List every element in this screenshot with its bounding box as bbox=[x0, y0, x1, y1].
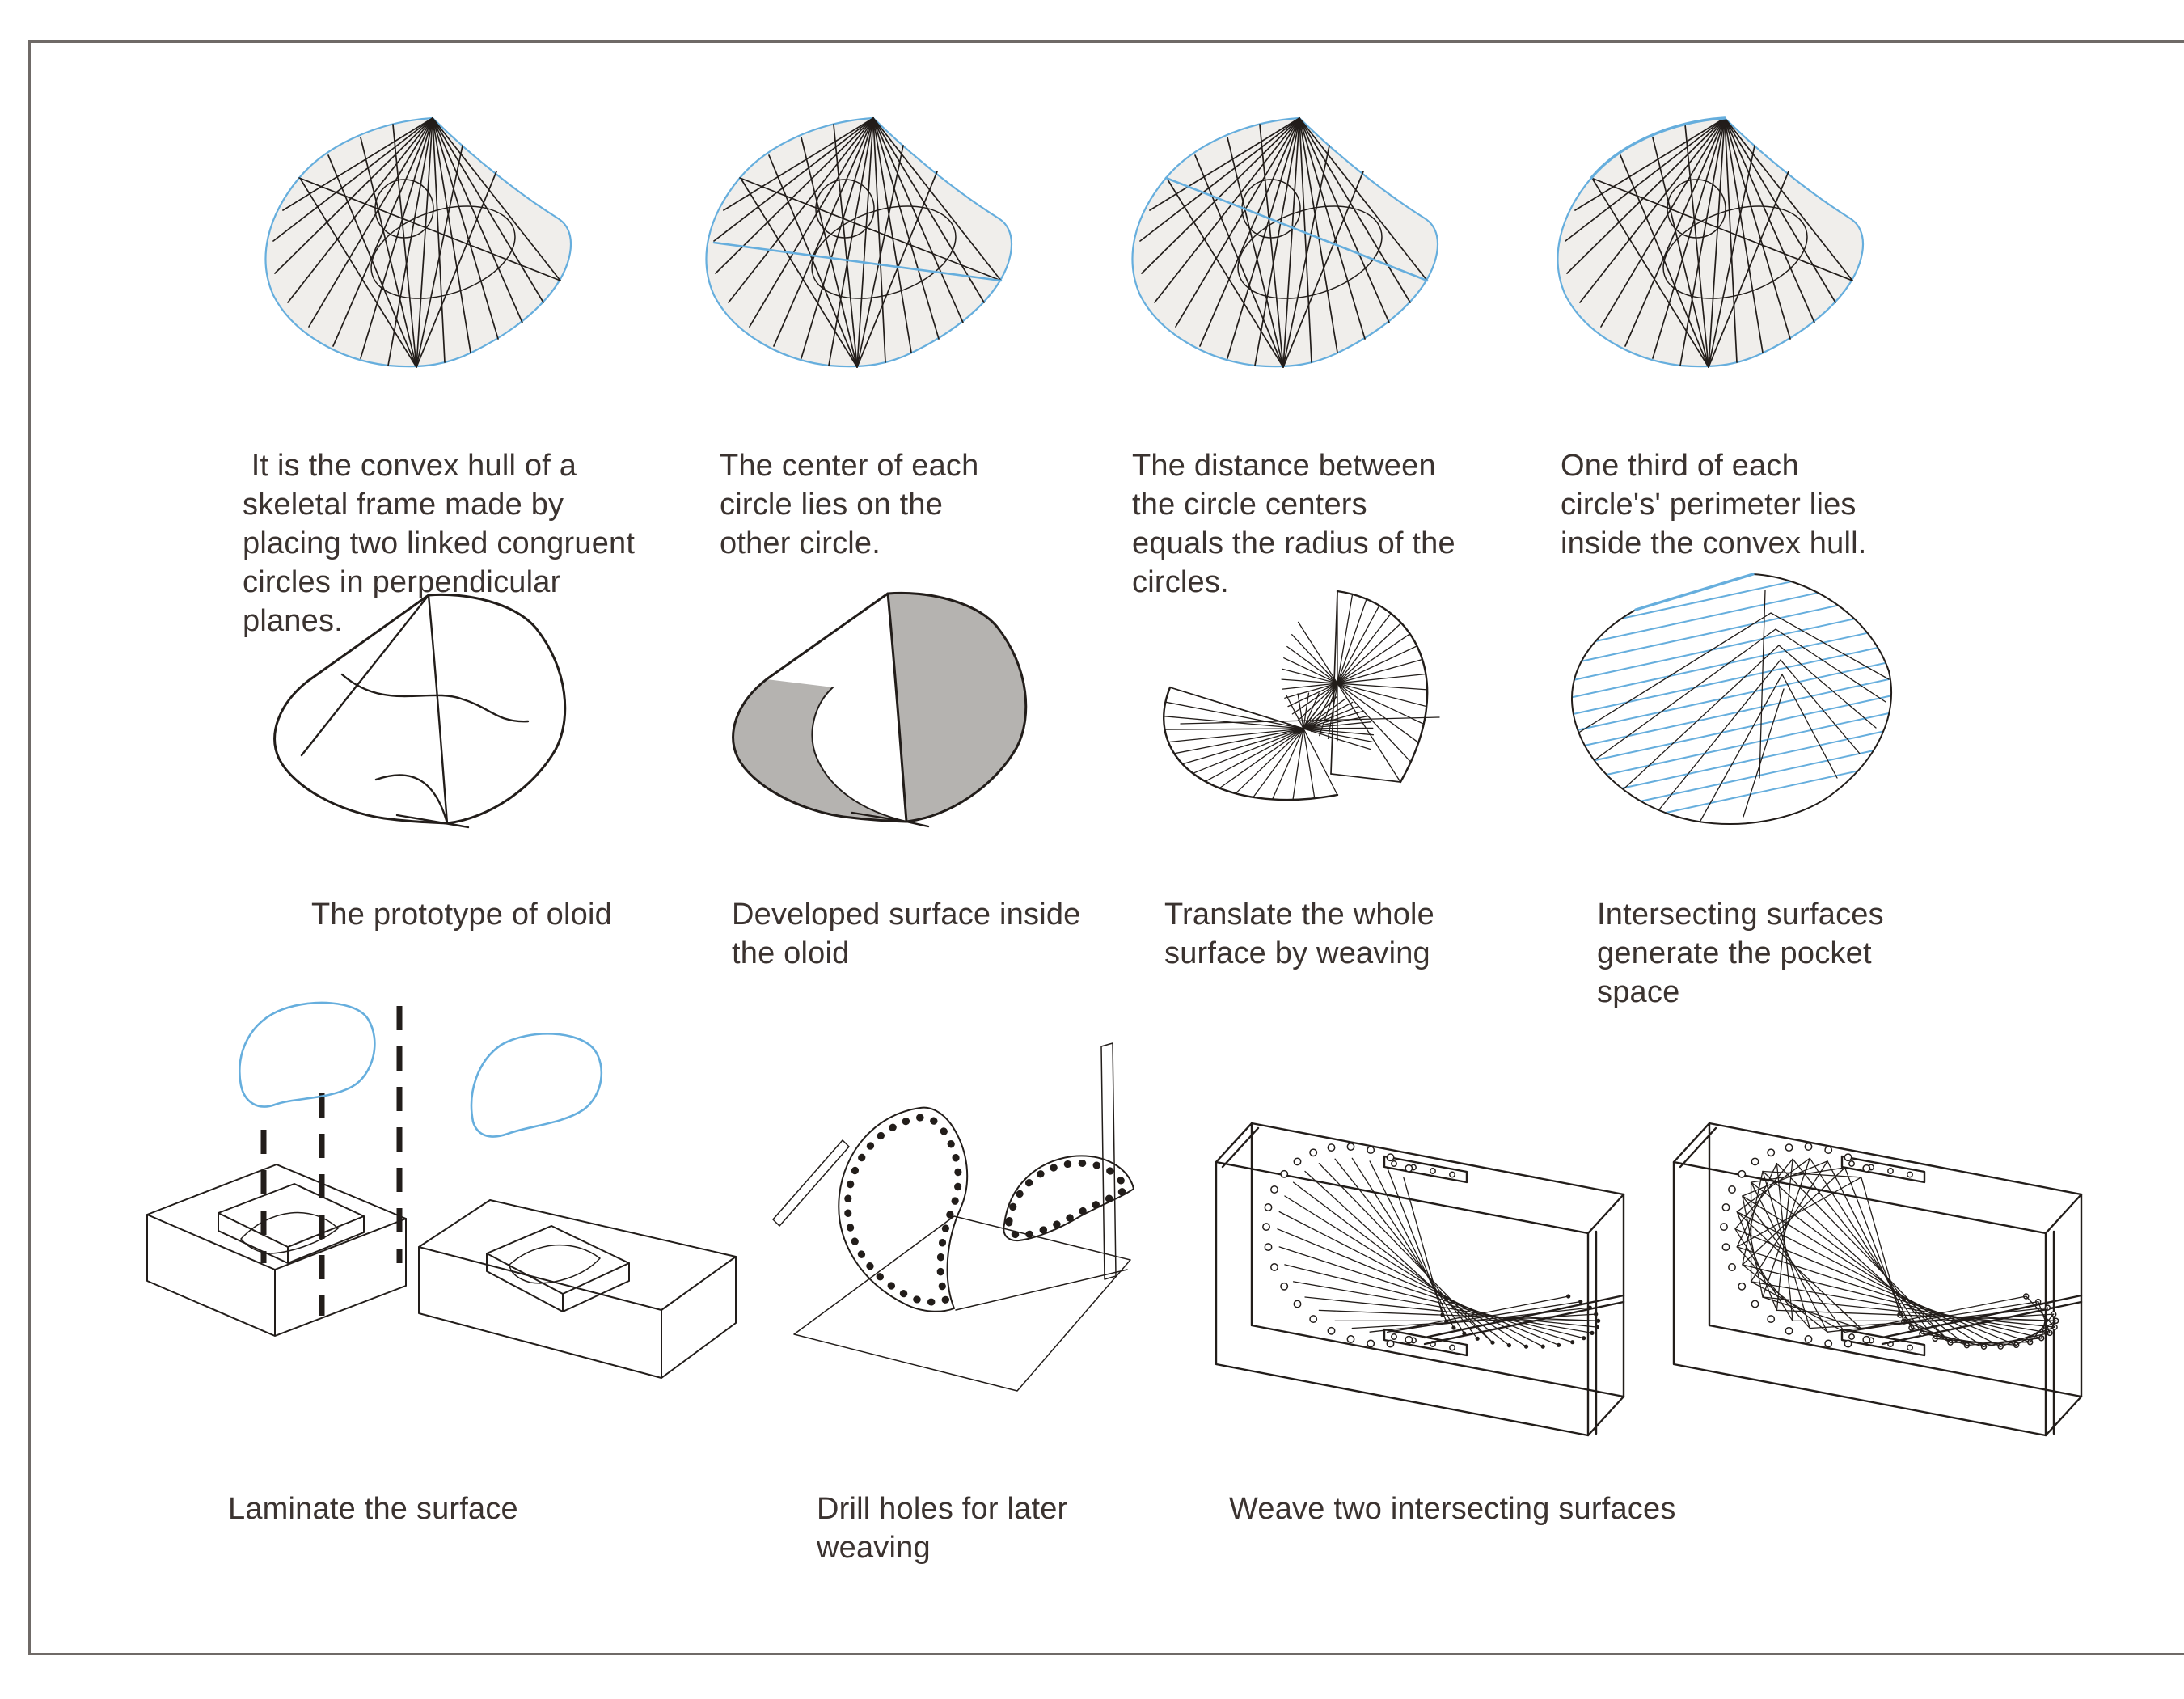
caption-circle-centers: The center of each circle lies on the ot… bbox=[720, 449, 988, 560]
blue-surface-outline bbox=[470, 1033, 603, 1138]
drill-hole-dots bbox=[1005, 1159, 1130, 1240]
diagram-weave-box-sparse bbox=[1215, 1122, 1625, 1437]
diagram-developed-surface bbox=[732, 591, 1028, 828]
diagram-convex-hull-2 bbox=[705, 116, 1013, 368]
caption-drill-holes: Drill holes for later weaving bbox=[817, 1492, 1077, 1565]
diagram-laminate-molds bbox=[146, 1001, 737, 1379]
diagram-convex-hull-3 bbox=[1131, 116, 1439, 368]
diagram-drill-holes bbox=[772, 1042, 1134, 1392]
blue-surface-outline bbox=[238, 1001, 376, 1108]
blue-radius-line bbox=[1164, 176, 1429, 282]
diagram-convex-hull-4 bbox=[1557, 116, 1865, 368]
caption-laminate: Laminate the surface bbox=[228, 1492, 518, 1526]
caption-prototype: The prototype of oloid bbox=[311, 898, 612, 932]
drill-hole-dots bbox=[843, 1114, 962, 1306]
diagram-convex-hull-1 bbox=[264, 116, 572, 368]
blue-chord-line bbox=[712, 241, 1003, 282]
caption-radius: The distance between the circle centers … bbox=[1132, 449, 1464, 599]
diagram-weave-box-dense bbox=[1672, 1122, 2083, 1437]
caption-pocket-space: Intersecting surfaces generate the pocke… bbox=[1597, 898, 1893, 1009]
caption-convex-hull: It is the convex hull of a skeletal fram… bbox=[243, 449, 644, 638]
caption-developed-surface: Developed surface inside the oloid bbox=[732, 898, 1090, 970]
caption-translate-weaving: Translate the whole surface by weaving bbox=[1164, 898, 1443, 970]
caption-perimeter: One third of each circle's' perimeter li… bbox=[1561, 449, 1867, 560]
page-border-frame bbox=[28, 40, 2184, 1655]
diagram-pocket-space bbox=[1570, 573, 1892, 826]
diagram-weaving-fan bbox=[1163, 590, 1440, 801]
caption-weave-surfaces: Weave two intersecting surfaces bbox=[1229, 1492, 1676, 1526]
blue-edge-line bbox=[1634, 573, 1755, 611]
blue-perimeter-arc bbox=[1590, 116, 1726, 180]
diagram-oloid-prototype bbox=[273, 593, 567, 829]
